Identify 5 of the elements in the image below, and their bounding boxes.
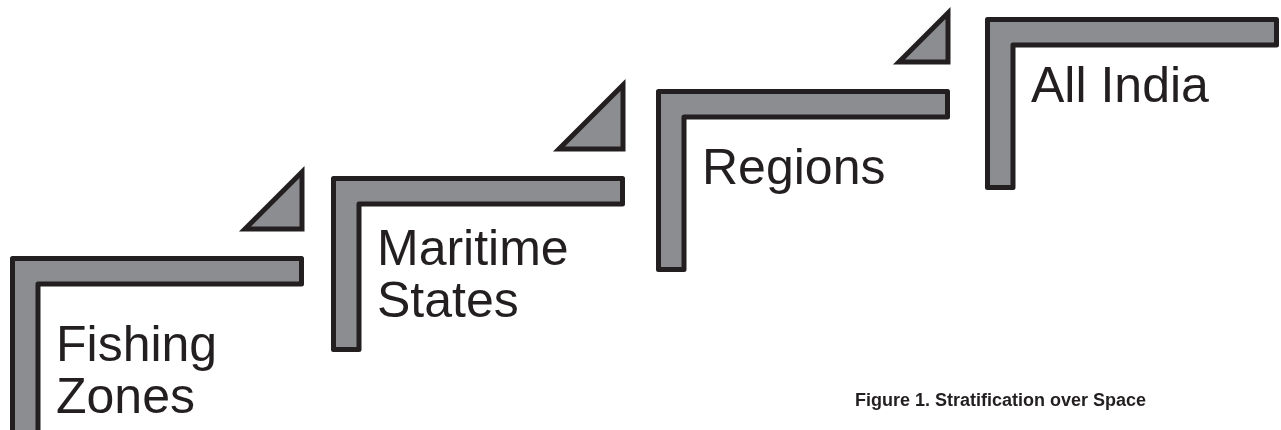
figure-caption: Figure 1. Stratification over Space: [855, 390, 1147, 411]
step-label: All India: [1031, 59, 1210, 111]
step-label: Regions: [702, 141, 887, 193]
step-label: Fishing Zones: [56, 318, 219, 422]
step-label: Maritime States: [377, 222, 570, 326]
